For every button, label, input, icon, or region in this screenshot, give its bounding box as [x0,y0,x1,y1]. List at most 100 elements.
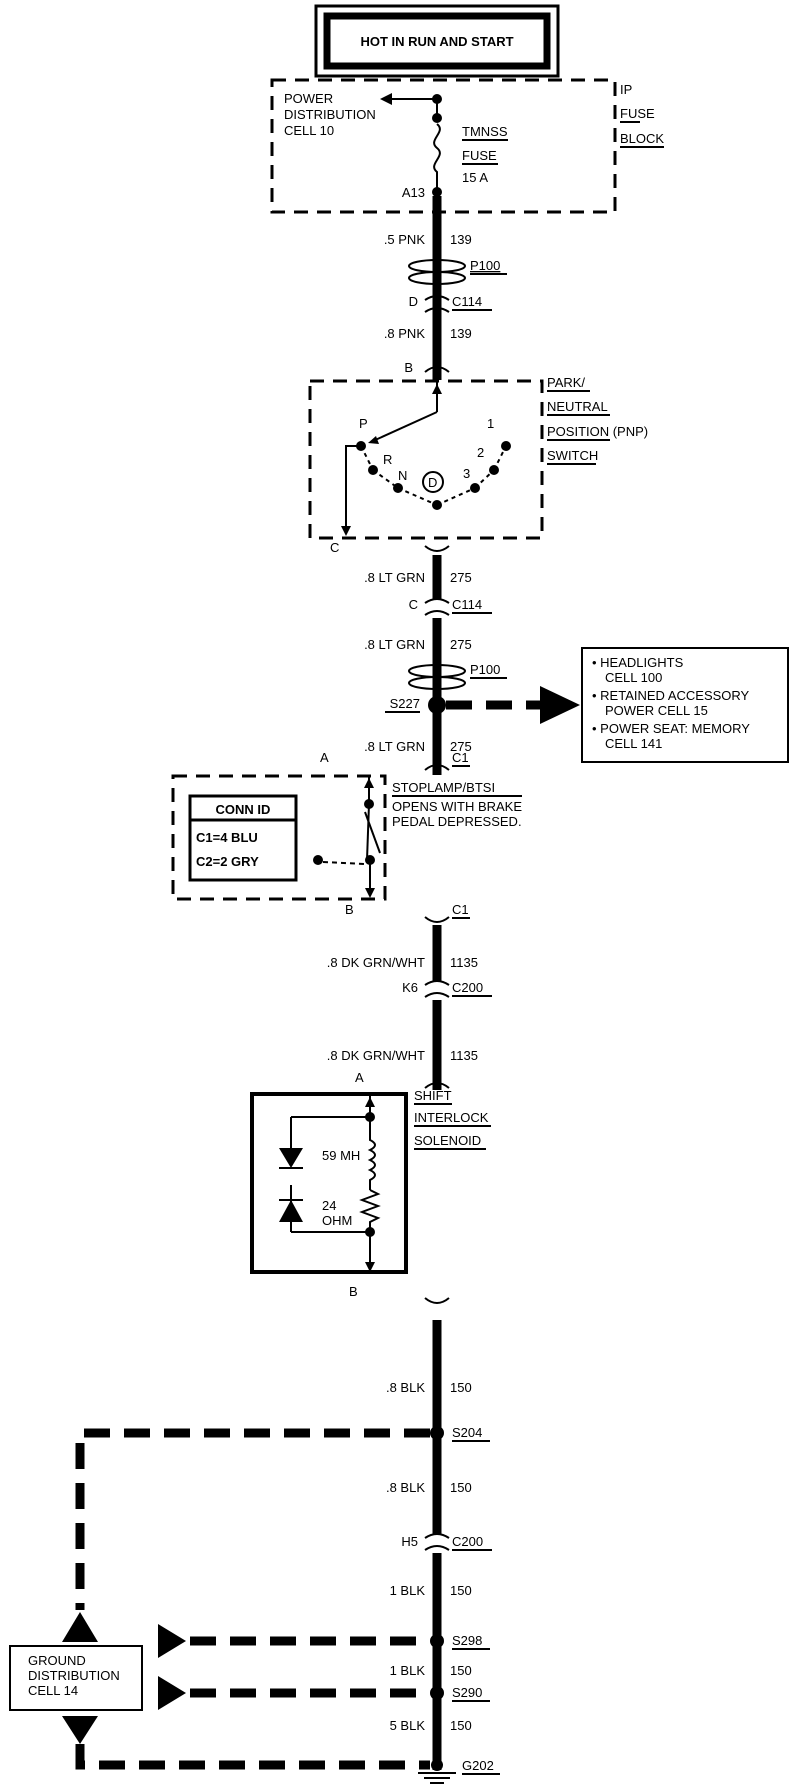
wire-gauge-4: .8 LT GRN [364,637,425,652]
reference-line-4: POWER CELL 15 [605,703,708,718]
wire-circuit-4: 275 [450,637,472,652]
fuse-block-name-3: BLOCK [620,131,664,146]
arrow-down-icon-2 [62,1716,98,1744]
wire-gauge-1: .5 PNK [384,232,426,247]
wire-gauge-8: .8 BLK [386,1380,425,1395]
wire-gauge-9: .8 BLK [386,1480,425,1495]
resistor-line-2: OHM [322,1213,352,1228]
wire-circuit-7: 1135 [450,1048,478,1063]
c200-connector-2: H5 C200 [401,1533,492,1551]
arrow-right-icon [540,686,580,724]
fuse-icon [433,123,441,190]
wire-gauge-3: .8 LT GRN [364,570,425,585]
ground-line-2: DISTRIBUTION [28,1668,120,1683]
wire-gauge-2: .8 PNK [384,326,426,341]
c200-pin-1: K6 [402,980,418,995]
wire-circuit-6: 1135 [450,955,478,970]
shift-interlock-solenoid: A 59 MH 24 OHM SHIFT INTERLOCK SOLENOID … [250,1070,491,1304]
stoplamp-desc-2: PEDAL DEPRESSED. [392,814,522,829]
arrow-down-icon [341,526,351,536]
pnp-name-1: PARK/ [547,375,585,390]
diode-icon [279,1148,303,1168]
stop-c1-bot: C1 [452,902,469,917]
pnp-pin-b: B [404,360,413,375]
pnp-pos-n: N [398,468,407,483]
p100-label-1: P100 [470,258,500,273]
c200-label-2: C200 [452,1534,483,1549]
conn-id-title: CONN ID [216,802,271,817]
g202-label: G202 [462,1758,494,1773]
c114-pin-1: D [409,294,418,309]
wire-labels: .5 PNK 139 .8 PNK 139 .8 LT GRN 275 .8 L… [327,232,478,1733]
fuse-block: IP FUSE BLOCK POWER DISTRIBUTION CELL 10… [270,78,664,214]
stoplamp-name: STOPLAMP/BTSI [392,780,495,795]
reference-line-3: • RETAINED ACCESSORY [592,688,750,703]
pnp-pos-r: R [383,452,392,467]
stop-pin-a: A [320,750,329,765]
wire-circuit-12: 150 [450,1718,472,1733]
p100-connector-2: P100 [408,662,507,694]
reference-line-2: CELL 100 [605,670,662,685]
pnp-pos-1: 1 [487,416,494,431]
resistor-line-1: 24 [322,1198,336,1213]
c200-pin-2: H5 [401,1534,418,1549]
solenoid-border [250,1092,408,1274]
wire-circuit-5: 275 [450,739,472,754]
pnp-pin-c: C [330,540,339,555]
ground-distribution: GROUND DISTRIBUTION CELL 14 [9,1645,430,1770]
pnp-name-4: SWITCH [547,448,598,463]
fuse-line-3: 15 A [462,170,488,185]
pnp-pos-p: P [359,416,368,431]
wire-circuit-9: 150 [450,1480,472,1495]
inductor-label: 59 MH [322,1148,360,1163]
header-title: HOT IN RUN AND START [360,34,513,49]
s290-label: S290 [452,1685,482,1700]
fuse-line-2: FUSE [462,148,497,163]
fuse-block-name-2: FUSE [620,106,655,121]
reference-line-6: CELL 141 [605,736,662,751]
stop-c1-top: C1 [452,750,469,765]
inductor-icon [367,1117,376,1190]
fuse-line-1: TMNSS [462,124,508,139]
arrow-up-icon [432,384,442,394]
ground-line-3: CELL 14 [28,1683,78,1698]
arrow-up-icon-2 [62,1612,98,1642]
s227-label: S227 [390,696,420,711]
pnp-name-2: NEUTRAL [547,399,608,414]
wire-circuit-1: 139 [450,232,472,247]
arrow-left-icon [380,93,392,105]
g202-ground: G202 [418,1758,500,1784]
pnp-switch: B P R N D 3 2 1 PARK/ NEUTRAL POSITION (… [308,360,648,555]
s204-splice: S204 [62,1425,490,1642]
wire-gauge-10: 1 BLK [390,1583,426,1598]
c200-label-1: C200 [452,980,483,995]
power-dist-line-3: CELL 10 [284,123,334,138]
wire-gauge-7: .8 DK GRN/WHT [327,1048,425,1063]
conn-id-line-2: C2=2 GRY [196,854,259,869]
s204-label: S204 [452,1425,482,1440]
c114-label-1: C114 [452,294,482,309]
wire-circuit-10: 150 [450,1583,472,1598]
reference-line-1: • HEADLIGHTS [592,655,684,670]
wire-circuit-2: 139 [450,326,472,341]
solenoid-name-1: SHIFT [414,1088,452,1103]
c114-label-2: C114 [452,597,482,612]
pnp-border [308,379,544,540]
fuse-block-border [270,78,617,214]
diode-icon-2 [279,1200,303,1222]
stoplamp-desc-1: OPENS WITH BRAKE [392,799,522,814]
resistor-icon [359,1189,381,1232]
pnp-pos-d: D [428,475,437,490]
sol-pin-a: A [355,1070,364,1085]
fuse-block-name-1: IP [620,82,632,97]
solenoid-name-2: INTERLOCK [414,1110,489,1125]
arrow-right-icon-3 [158,1676,186,1710]
c114-connector-1: D C114 [409,294,492,313]
conn-id-line-1: C1=4 BLU [196,830,258,845]
stop-pin-b: B [345,902,354,917]
power-dist-line-2: DISTRIBUTION [284,107,376,122]
p100-label-2: P100 [470,662,500,677]
solenoid-name-3: SOLENOID [414,1133,481,1148]
c114-pin-2: C [409,597,418,612]
